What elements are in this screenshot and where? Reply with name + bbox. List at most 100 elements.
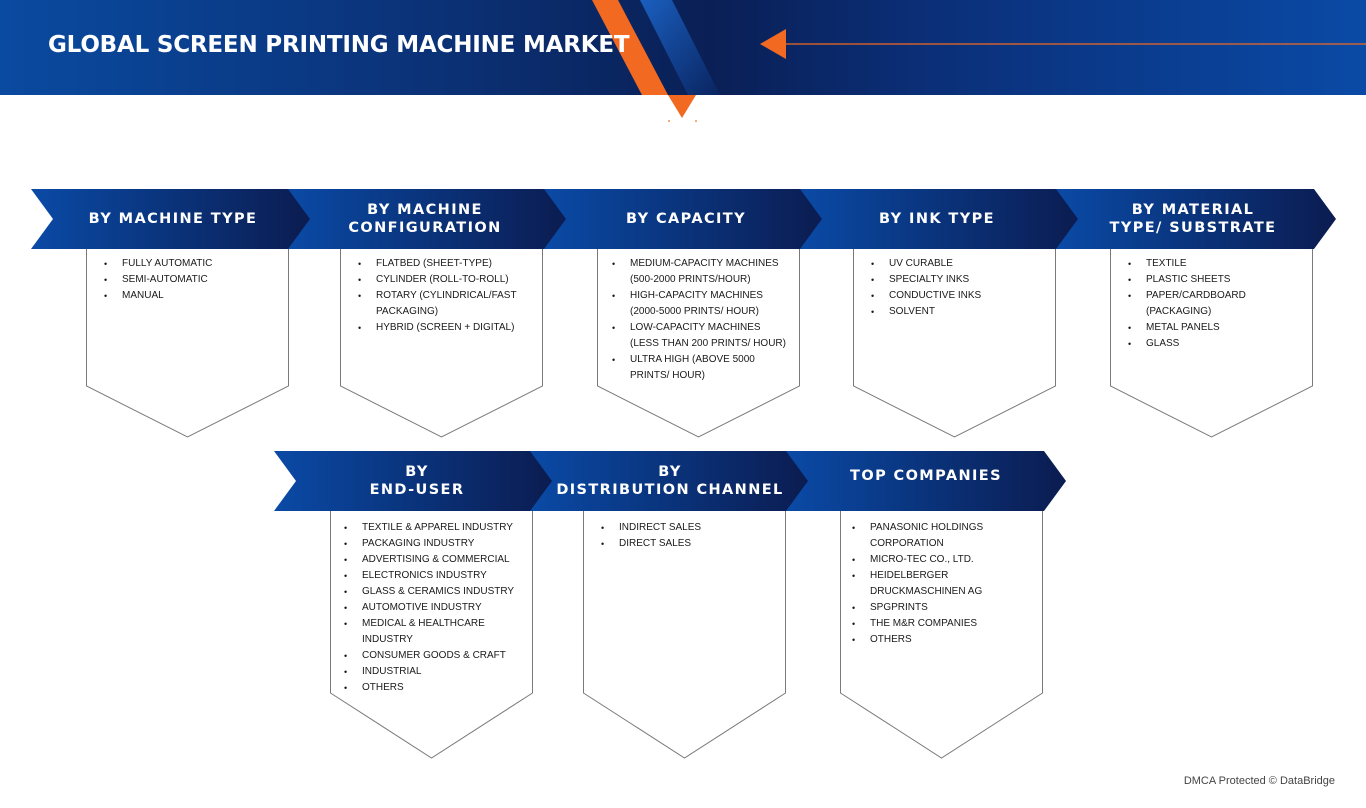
bullet-icon: • (852, 603, 856, 613)
list-item: •HIGH-CAPACITY MACHINES (2000-5000 PRINT… (612, 290, 763, 317)
panel-machine-type: •FULLY AUTOMATIC •SEMI-AUTOMATIC •MANUAL (86, 249, 289, 439)
list-item: •CONSUMER GOODS & CRAFT (344, 648, 532, 664)
list-item: •MANUAL (104, 288, 284, 304)
segment-title: BY DISTRIBUTION CHANNEL (556, 464, 784, 498)
segment-machine-configuration: BY MACHINE CONFIGURATION (288, 189, 568, 249)
list-item: •GLASS (1128, 336, 1308, 352)
bullet-icon: • (104, 275, 108, 285)
list-item: •CONDUCTIVE INKS (871, 288, 1051, 304)
bullet-icon: • (344, 587, 348, 597)
panel-ink-type: •UV CURABLE •SPECIALTY INKS •CONDUCTIVE … (853, 249, 1056, 439)
bullet-icon: • (344, 555, 348, 565)
list-item: •FULLY AUTOMATIC (104, 256, 284, 272)
segment-capacity: BY CAPACITY (544, 189, 824, 249)
segment-material-type: BY MATERIAL TYPE/ SUBSTRATE (1056, 189, 1336, 249)
bullet-icon: • (852, 619, 856, 629)
bullet-icon: • (344, 619, 348, 629)
list-item: •MEDICAL & HEALTHCARE INDUSTRY (344, 618, 485, 645)
bullet-icon: • (852, 523, 856, 533)
bullet-icon: • (358, 323, 362, 333)
segment-title: BY MACHINE CONFIGURATION (348, 202, 502, 236)
panel-top-companies: •PANASONIC HOLDINGS CORPORATION •MICRO-T… (840, 511, 1043, 761)
list-item: •PLASTIC SHEETS (1128, 272, 1308, 288)
list-item: •ADVERTISING & COMMERCIAL (344, 552, 532, 568)
list-item: •AUTOMOTIVE INDUSTRY (344, 600, 532, 616)
list-item: •PACKAGING INDUSTRY (344, 536, 532, 552)
bullet-icon: • (1128, 291, 1132, 301)
header-banner: GLOBAL SCREEN PRINTING MACHINE MARKET (0, 0, 1366, 95)
copyright-notice: DMCA Protected © DataBridge (1183, 775, 1335, 787)
bullet-icon: • (358, 291, 362, 301)
list-item: •PANASONIC HOLDINGS CORPORATION (852, 522, 984, 549)
bullet-icon: • (852, 635, 856, 645)
bullet-icon: • (344, 523, 348, 533)
bullet-icon: • (344, 667, 348, 677)
bullet-icon: • (344, 603, 348, 613)
panel-distribution-channel: •INDIRECT SALES •DIRECT SALES (583, 511, 786, 761)
list-item: •TEXTILE (1128, 256, 1308, 272)
list-item: •FLATBED (SHEET-TYPE) (358, 256, 538, 272)
segment-title: TOP COMPANIES (850, 468, 1002, 484)
panel-material-type: •TEXTILE •PLASTIC SHEETS •PAPER/CARDBOAR… (1110, 249, 1313, 439)
header-decoration (592, 0, 1366, 95)
segment-title: BY CAPACITY (625, 211, 746, 227)
bullet-icon: • (344, 651, 348, 661)
list-item: •SOLVENT (871, 304, 1051, 320)
panel-machine-configuration: •FLATBED (SHEET-TYPE) •CYLINDER (ROLL-TO… (340, 249, 543, 439)
list-item: •MEDIUM-CAPACITY MACHINES (500-2000 PRIN… (612, 258, 779, 285)
list-item: •UV CURABLE (871, 256, 1051, 272)
segment-distribution-channel: BY DISTRIBUTION CHANNEL (530, 451, 810, 511)
bullet-icon: • (612, 291, 616, 301)
bullet-icon: • (358, 259, 362, 269)
list-item: •SEMI-AUTOMATIC (104, 272, 284, 288)
left-arrow-icon (760, 29, 786, 59)
panel-end-user: •TEXTILE & APPAREL INDUSTRY •PACKAGING I… (330, 511, 533, 761)
bullet-icon: • (871, 259, 875, 269)
segment-title: BY MACHINE TYPE (88, 211, 258, 227)
list-item: •TEXTILE & APPAREL INDUSTRY (344, 520, 532, 536)
bullet-icon: • (612, 259, 616, 269)
list-item: •LOW-CAPACITY MACHINES (LESS THAN 200 PR… (612, 322, 786, 349)
list-item: •OTHERS (344, 680, 532, 696)
bullet-icon: • (358, 275, 362, 285)
bullet-icon: • (852, 555, 856, 565)
list-item: •HYBRID (SCREEN + DIGITAL) (358, 320, 538, 336)
segment-title: BY END-USER (369, 464, 465, 498)
list-item: •ELECTRONICS INDUSTRY (344, 568, 532, 584)
bullet-icon: • (104, 291, 108, 301)
page-title: GLOBAL SCREEN PRINTING MACHINE MARKET (48, 32, 630, 58)
bullet-icon: • (601, 523, 605, 533)
bullet-icon: • (344, 683, 348, 693)
bullet-icon: • (871, 307, 875, 317)
bullet-icon: • (871, 275, 875, 285)
list-item: •THE M&R COMPANIES (852, 616, 1040, 632)
list-item: •DIRECT SALES (601, 536, 781, 552)
bullet-icon: • (612, 323, 616, 333)
panel-capacity: •MEDIUM-CAPACITY MACHINES (500-2000 PRIN… (597, 249, 800, 439)
segment-title: BY INK TYPE (879, 211, 995, 227)
bullet-icon: • (871, 291, 875, 301)
list-item: •METAL PANELS (1128, 320, 1308, 336)
orange-stripe (592, 0, 668, 95)
segment-machine-type: BY MACHINE TYPE (31, 189, 311, 249)
bullet-icon: • (1128, 275, 1132, 285)
list-item: •HEIDELBERGER DRUCKMASCHINEN AG (852, 570, 983, 597)
segment-ink-type: BY INK TYPE (800, 189, 1080, 249)
list-item: •OTHERS (852, 632, 1040, 648)
segment-title: BY MATERIAL TYPE/ SUBSTRATE (1109, 202, 1277, 236)
list-item: •MICRO-TEC CO., LTD. (852, 552, 1040, 568)
bullet-icon: • (1128, 339, 1132, 349)
list-item: •SPECIALTY INKS (871, 272, 1051, 288)
bullet-icon: • (1128, 259, 1132, 269)
list-item: •PAPER/CARDBOARD (PACKAGING) (1128, 290, 1246, 317)
list-item: •ROTARY (CYLINDRICAL/FAST PACKAGING) (358, 290, 517, 317)
list-item: •CYLINDER (ROLL-TO-ROLL) (358, 272, 538, 288)
list-item: •ULTRA HIGH (ABOVE 5000 PRINTS/ HOUR) (612, 354, 755, 381)
list-item: •INDUSTRIAL (344, 664, 532, 680)
header-pointer (668, 95, 697, 122)
list-item: •INDIRECT SALES (601, 520, 781, 536)
bullet-icon: • (104, 259, 108, 269)
bullet-icon: • (344, 571, 348, 581)
bullet-icon: • (852, 571, 856, 581)
bullet-icon: • (344, 539, 348, 549)
